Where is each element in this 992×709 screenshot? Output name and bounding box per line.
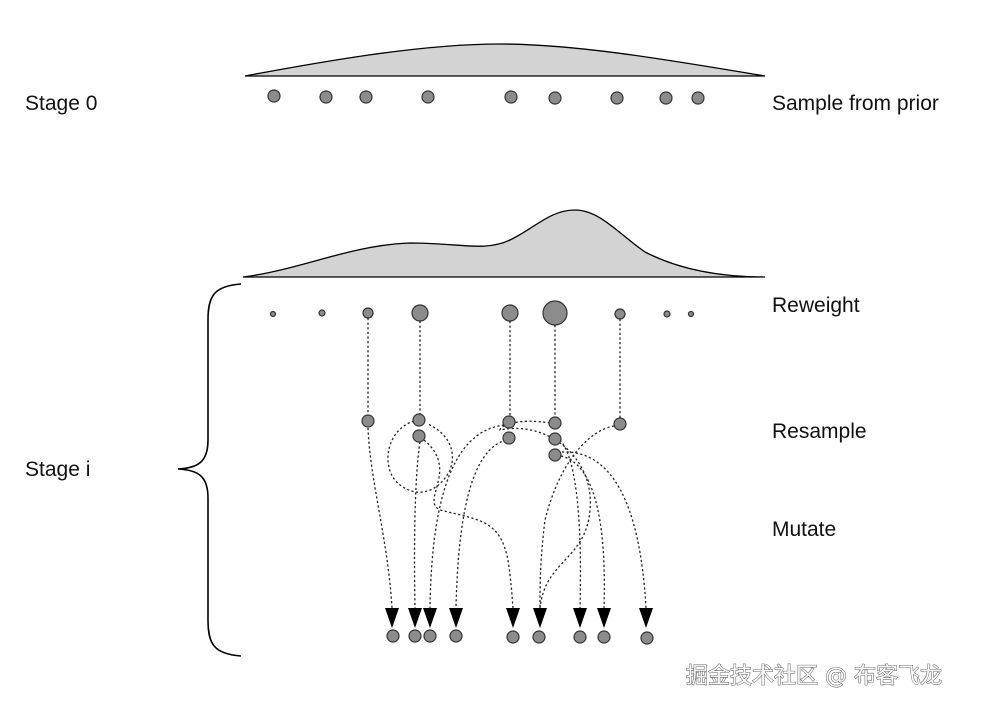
arrowhead-icon	[408, 608, 422, 628]
mutation-path	[539, 425, 615, 609]
mutation-path	[499, 420, 591, 609]
resampled-particle	[548, 416, 562, 430]
resample-particles	[361, 413, 627, 462]
mutation-path	[423, 439, 514, 609]
resampled-particle	[412, 429, 426, 443]
mutated-particle	[532, 630, 546, 644]
prior-particle	[359, 90, 373, 104]
resampled-particle	[548, 448, 562, 462]
mutation-path	[367, 427, 393, 609]
mutation-path	[387, 420, 453, 493]
arrowheads	[385, 608, 653, 628]
sample-from-prior-label: Sample from prior	[772, 92, 939, 115]
weighted-particle	[501, 304, 519, 322]
resampled-particle	[361, 414, 375, 428]
mutated-particle	[423, 629, 437, 643]
resampled-particle	[548, 432, 562, 446]
weighted-particle	[687, 310, 695, 318]
prior-particle	[319, 90, 333, 104]
stage0-particles	[267, 89, 705, 105]
stage-i-label: Stage i	[25, 458, 90, 481]
posterior-distribution	[242, 209, 766, 278]
arrowhead-icon	[597, 608, 611, 628]
reweight-particles	[269, 300, 695, 326]
arrowhead-icon	[506, 608, 520, 628]
mutated-particle	[449, 629, 463, 643]
weighted-particle	[663, 310, 671, 318]
resample-label: Resample	[772, 420, 867, 443]
arrowhead-icon	[639, 608, 653, 628]
resampled-particle	[412, 413, 426, 427]
mutation-path	[429, 424, 505, 609]
reweight-label: Reweight	[772, 294, 860, 317]
prior-particle	[548, 91, 562, 105]
arrowhead-icon	[533, 608, 547, 628]
mutate-paths	[367, 420, 647, 609]
prior-particle	[610, 91, 624, 105]
mutation-path	[560, 455, 605, 609]
weighted-particle	[411, 304, 429, 322]
weighted-particle	[269, 310, 277, 318]
resampled-particle	[613, 417, 627, 431]
reweight-to-resample-lines	[367, 318, 621, 418]
mutated-particles	[386, 629, 654, 645]
watermark: 掘金技术社区 @ 布客飞龙	[686, 664, 942, 689]
mutation-path	[455, 439, 507, 609]
mutated-particle	[597, 630, 611, 644]
weighted-particle	[614, 308, 626, 320]
prior-particle	[504, 90, 518, 104]
mutated-particle	[640, 631, 654, 645]
arrowhead-icon	[573, 608, 587, 628]
prior-particle	[659, 91, 673, 105]
prior-particle	[267, 89, 281, 103]
mutation-path	[561, 451, 647, 609]
resampled-particle	[502, 415, 516, 429]
mutated-particle	[506, 630, 520, 644]
weighted-particle	[362, 307, 374, 319]
weighted-particle	[318, 309, 326, 317]
mutated-particle	[573, 630, 587, 644]
arrowhead-icon	[385, 608, 399, 628]
mutation-path	[413, 441, 421, 609]
resampled-particle	[502, 431, 516, 445]
mutation-path	[559, 439, 582, 609]
weighted-particle	[542, 300, 568, 326]
stage-i-brace	[177, 283, 242, 657]
mutated-particle	[386, 629, 400, 643]
prior-particle	[421, 90, 435, 104]
arrowhead-icon	[423, 608, 437, 628]
prior-distribution	[244, 43, 766, 77]
mutate-label: Mutate	[772, 518, 836, 541]
prior-particle	[691, 91, 705, 105]
arrowhead-icon	[449, 608, 463, 628]
stage0-label: Stage 0	[25, 92, 97, 115]
mutated-particle	[408, 629, 422, 643]
